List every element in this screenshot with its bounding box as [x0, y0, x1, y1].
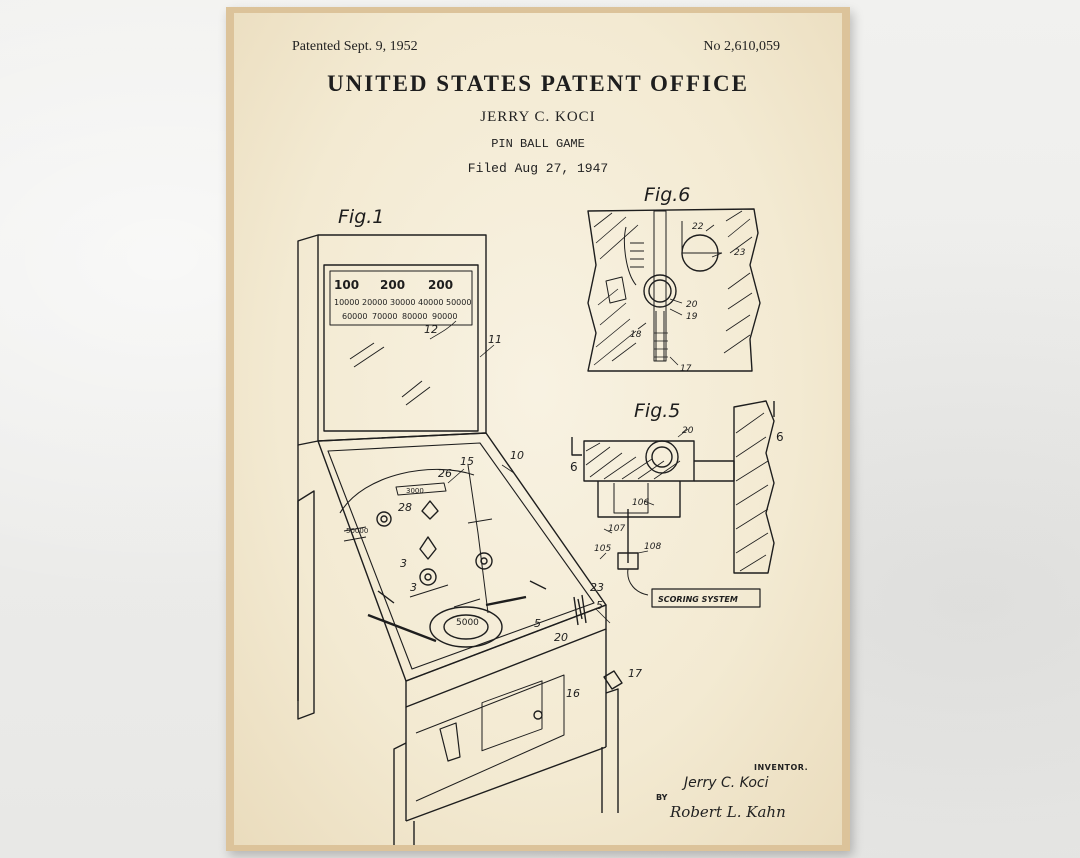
ref-number: 26	[438, 467, 452, 480]
backbox-score: 60000	[342, 312, 367, 321]
backbox-score: 40000	[418, 298, 443, 307]
patent-print: Patented Sept. 9, 1952 No 2,610,059 UNIT…	[234, 13, 842, 845]
ref-number: 23	[590, 581, 604, 594]
backbox-score-row1: 100 200 200	[334, 278, 453, 292]
ref-number: 3	[400, 557, 407, 570]
backbox-score-row3: 60000 70000 80000 90000	[342, 312, 457, 321]
fig5-label: Fig.5	[634, 400, 680, 422]
ref-number: 3	[410, 581, 417, 594]
ref-number: 11	[488, 333, 502, 346]
ref-number: 108	[644, 542, 661, 552]
fig6-drawing: Fig.6	[587, 184, 761, 372]
ref-number: 105	[594, 544, 611, 554]
backbox-score: 200	[428, 278, 453, 292]
ref-number: 5	[596, 599, 603, 612]
attorney-signature: Robert L. Kahn	[670, 803, 786, 821]
backbox-score: 10000	[334, 298, 359, 307]
backbox-score: 80000	[402, 312, 427, 321]
poster-frame: Patented Sept. 9, 1952 No 2,610,059 UNIT…	[226, 7, 850, 851]
patent-office-heading: UNITED STATES PATENT OFFICE	[327, 71, 749, 96]
ref-number: 17	[628, 667, 642, 680]
filed-date: Filed Aug 27, 1947	[467, 161, 609, 176]
backbox-score: 50000	[446, 298, 471, 307]
patented-date: Patented Sept. 9, 1952	[292, 39, 418, 54]
backbox-score: 70000	[372, 312, 397, 321]
backbox-score: 100	[334, 278, 359, 292]
fig1-drawing: Fig.1	[297, 206, 623, 845]
patent-number: No 2,610,059	[703, 39, 780, 54]
ref-number: 20	[554, 631, 568, 644]
ref-number: 19	[686, 312, 698, 322]
ref-number: 20	[686, 300, 698, 310]
backbox-score: 30000	[390, 298, 415, 307]
ref-number: 17	[680, 364, 692, 374]
ref-number: 18	[630, 330, 642, 340]
patent-drawings: Fig.1	[297, 184, 784, 845]
ref-number: 22	[692, 222, 704, 232]
section-marker: 6	[570, 460, 578, 474]
inventor-name: JERRY C. KOCI	[480, 109, 596, 125]
ref-number: 12	[424, 323, 438, 336]
ref-number: 16	[566, 687, 580, 700]
fig1-reference-numbers: 12 11 10 15 26 28 3 3 23 5 5 20 16 17	[398, 323, 642, 700]
fig6-label: Fig.6	[644, 184, 690, 206]
section-marker: 6	[776, 430, 784, 444]
fig5-reference-numbers: 20 6 6 106 107 105 108 SCORING SYSTEM	[570, 426, 784, 604]
target-score: 50000	[346, 527, 368, 535]
ref-number: 107	[608, 524, 625, 534]
fig5-drawing: Fig.5	[571, 400, 775, 608]
backbox-score: 20000	[362, 298, 387, 307]
ref-number: 23	[734, 248, 746, 258]
scoring-system-label: SCORING SYSTEM	[658, 595, 738, 604]
ref-number: 20	[682, 426, 694, 436]
backbox-score: 200	[380, 278, 405, 292]
ref-number: 28	[398, 501, 412, 514]
backbox-score-row2: 10000 20000 30000 40000 50000	[334, 298, 471, 307]
inventor-label: INVENTOR.	[754, 763, 809, 772]
fig6-reference-numbers: 22 23 20 19 18 17	[630, 222, 746, 374]
ref-number: 10	[510, 449, 524, 462]
patent-title: PIN BALL GAME	[491, 137, 585, 151]
ref-number: 15	[460, 455, 474, 468]
ref-number: 5	[534, 617, 541, 630]
backbox-score: 90000	[432, 312, 457, 321]
by-label: BY	[656, 793, 668, 802]
bumper-score: 3000	[406, 487, 424, 495]
fig1-label: Fig.1	[338, 206, 384, 228]
inventor-signature: Jerry C. Koci	[684, 775, 769, 791]
playfield-center-score: 5000	[456, 618, 479, 628]
ref-number: 106	[632, 498, 649, 508]
